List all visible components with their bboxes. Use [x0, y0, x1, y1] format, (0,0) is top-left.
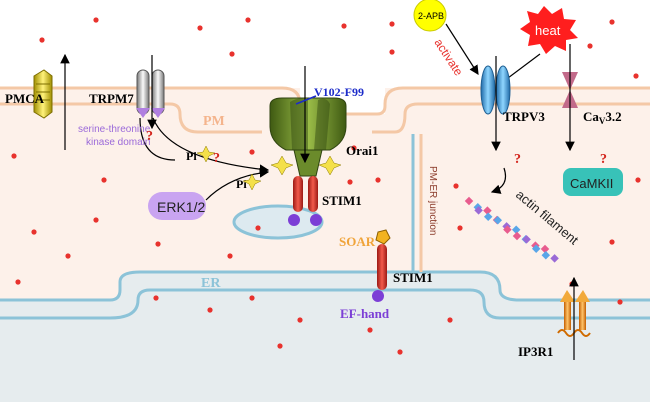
kinase-domain-label-1: serine-threonine	[78, 124, 151, 135]
ip3r1-label: IP3R1	[518, 344, 553, 359]
calcium-ion	[197, 25, 203, 31]
calcium-ion	[207, 307, 213, 313]
calcium-ion	[229, 51, 235, 57]
calcium-ion	[617, 299, 623, 305]
calcium-ion	[245, 17, 251, 23]
calcium-ion	[249, 149, 255, 155]
actin-filament	[464, 196, 559, 263]
calcium-ion	[367, 327, 373, 333]
pm-label: PM	[203, 114, 225, 129]
er-lumen	[0, 272, 650, 402]
trpm7-channel	[136, 69, 165, 118]
calcium-ion	[341, 23, 347, 29]
question-mark-pi: ?	[213, 151, 220, 166]
kinase-domain-label-2: kinase domain	[86, 137, 150, 148]
calcium-ion	[635, 177, 641, 183]
pi-label-trpm7: Pi	[186, 149, 197, 163]
calcium-ion	[11, 153, 17, 159]
calcium-ion	[153, 295, 159, 301]
calcium-ion	[93, 217, 99, 223]
calcium-ion	[347, 179, 353, 185]
cav32-label: CaV3.2	[583, 109, 622, 126]
ef-hand-label: EF-hand	[340, 306, 390, 321]
v102-f99-label: V102-F99	[314, 85, 364, 99]
stim1-upper	[270, 155, 342, 226]
calcium-ion	[453, 183, 459, 189]
stim1-lower-label: STIM1	[393, 270, 433, 285]
pm-er-junction-label: PM-ER junction	[427, 166, 438, 235]
actin-monomer	[483, 206, 492, 215]
calcium-ion	[93, 17, 99, 23]
er-label: ER	[201, 276, 221, 291]
trpm7-label: TRPM7	[89, 91, 134, 106]
soar-domain-icon	[375, 229, 391, 245]
er-vesicle	[232, 204, 324, 240]
calcium-ion	[609, 19, 615, 25]
calcium-ion	[633, 73, 639, 79]
orai1-label: Orai1	[346, 143, 379, 158]
actin-monomer	[474, 206, 483, 215]
calcium-ion	[389, 21, 395, 27]
pmca-pump	[33, 69, 53, 119]
pi-label-erk: Pi	[236, 177, 247, 191]
er-membrane	[0, 270, 650, 302]
calcium-ion	[375, 177, 381, 183]
erk-badge	[148, 192, 206, 220]
stim1-upper-label: STIM1	[322, 193, 362, 208]
trpv3-label: TRPV3	[503, 109, 545, 124]
soar-label: SOAR	[339, 234, 376, 249]
heat-label: heat	[535, 23, 561, 38]
calcium-ion	[15, 279, 21, 285]
calcium-ion	[65, 253, 71, 259]
calcium-ion	[457, 225, 463, 231]
actin-monomer	[503, 225, 512, 234]
question-mark-cav: ?	[600, 152, 607, 167]
calcium-ion	[155, 241, 161, 247]
calcium-ion	[297, 317, 303, 323]
erk-label: ERK1/2	[157, 199, 205, 215]
stim1-lower	[377, 244, 387, 290]
ip3r1-channel	[557, 290, 591, 337]
calcium-ion	[389, 49, 395, 55]
camkii-label: CaMKII	[570, 176, 613, 191]
actin-monomer	[493, 215, 503, 225]
pmca-label: PMCA	[5, 91, 45, 106]
calcium-ions	[11, 17, 641, 355]
calcium-ion	[101, 177, 107, 183]
phosphate-star-icon	[196, 145, 216, 163]
calcium-ion	[249, 295, 255, 301]
ef-hand-domain	[372, 290, 384, 302]
calcium-ion	[31, 229, 37, 235]
calcium-ion	[609, 239, 615, 245]
calcium-ion	[587, 43, 593, 49]
actin-monomer	[464, 196, 474, 206]
calcium-ion	[277, 343, 283, 349]
calcium-ion	[397, 349, 403, 355]
camkii-badge	[563, 168, 623, 196]
phosphate-star-erk-icon	[242, 173, 262, 191]
calcium-ion	[447, 317, 453, 323]
2apb-badge	[413, 0, 447, 32]
calcium-ion	[351, 145, 357, 151]
calcium-ion	[255, 225, 261, 231]
question-mark-trpv3: ?	[514, 152, 521, 167]
2apb-label: 2-APB	[418, 11, 444, 21]
calcium-ion	[39, 37, 45, 43]
actin-monomer	[483, 212, 493, 222]
actin-monomer	[550, 254, 559, 263]
activate-label: activate	[431, 36, 465, 79]
question-mark-trpm7: ?	[146, 129, 153, 144]
calcium-ion	[227, 253, 233, 259]
heat-burst-icon	[520, 6, 578, 54]
